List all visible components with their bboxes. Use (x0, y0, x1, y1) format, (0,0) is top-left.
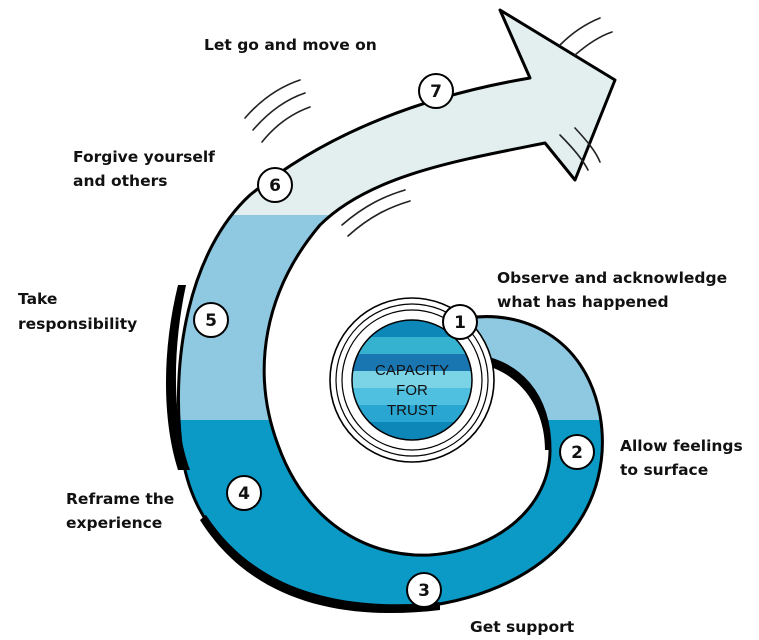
core-tile (437, 354, 454, 371)
step-1-number: 1 (454, 313, 466, 333)
step-7-number: 7 (430, 82, 442, 102)
core-tile (454, 371, 471, 388)
core-tile (420, 371, 437, 388)
core-tile (386, 388, 403, 405)
core-tile (403, 388, 420, 405)
core-tile (454, 354, 471, 371)
step-3-number: 3 (418, 581, 430, 601)
step-5-number: 5 (205, 311, 217, 331)
step-5-label-line1: Take (18, 290, 57, 308)
step-3-marker: 3 (406, 572, 442, 608)
step-4-marker: 4 (226, 475, 262, 511)
core-tile (420, 388, 437, 405)
core-tile (369, 388, 386, 405)
core-tile (403, 337, 420, 354)
step-1-label-line1: Observe and acknowledge (497, 269, 727, 287)
core-tile (386, 405, 403, 422)
step-2-marker: 2 (559, 434, 595, 470)
core-tile (386, 337, 403, 354)
step-1-label-line2: what has happened (497, 293, 669, 311)
step-4-label-line1: Reframe the (66, 490, 174, 508)
core-tile (420, 405, 437, 422)
core-tile (386, 422, 403, 439)
step-7-marker: 7 (418, 73, 454, 109)
step-6-label-line2: and others (73, 172, 167, 190)
step-3-label-line1: Get support (470, 618, 575, 636)
core-tile (386, 371, 403, 388)
step-4-label-line2: experience (66, 514, 162, 532)
core-label-line1: CAPACITY (375, 362, 449, 379)
core-tile (403, 320, 420, 337)
step-1-marker: 1 (442, 304, 478, 340)
motion-lines (244, 17, 613, 237)
core-tile (369, 405, 386, 422)
step-7-label-line1: Let go and move on (204, 36, 377, 54)
core-label-line3: TRUST (387, 402, 437, 419)
core-tile (420, 337, 437, 354)
core-tile (420, 354, 437, 371)
core-tile (352, 371, 369, 388)
core-tile (437, 405, 454, 422)
core-tile (369, 337, 386, 354)
core-tile (420, 422, 437, 439)
step-5-marker: 5 (193, 302, 229, 338)
step-2-label-line2: to surface (620, 461, 708, 479)
core-tile (369, 371, 386, 388)
spiral-outline (176, 8, 617, 611)
step-6-marker: 6 (257, 167, 293, 203)
core-tile (437, 371, 454, 388)
core-ring-mid (335, 303, 489, 457)
core-tile (471, 439, 472, 440)
spiral-shadow-left (166, 285, 190, 470)
capacity-core: CAPACITY FOR TRUST (329, 297, 495, 463)
core-tile (437, 337, 454, 354)
core-tile (403, 405, 420, 422)
step-6-number: 6 (269, 176, 281, 196)
spiral-shadow-inner (488, 360, 551, 450)
core-tile (454, 388, 471, 405)
step-2-number: 2 (571, 443, 583, 463)
step-5-label-line2: responsibility (18, 315, 137, 333)
step-4-number: 4 (238, 484, 250, 504)
core-tile (386, 354, 403, 371)
core-ring-inner (341, 309, 483, 451)
core-edge (351, 319, 473, 441)
core-tile (403, 354, 420, 371)
core-tile (403, 422, 420, 439)
spiral-shadow-bottom (200, 515, 440, 614)
core-tile (403, 371, 420, 388)
core-tile (437, 388, 454, 405)
core-label-line2: FOR (396, 382, 428, 399)
step-2-label-line1: Allow feelings (620, 437, 743, 455)
step-6-label-line1: Forgive yourself (73, 148, 215, 166)
core-tile (369, 354, 386, 371)
